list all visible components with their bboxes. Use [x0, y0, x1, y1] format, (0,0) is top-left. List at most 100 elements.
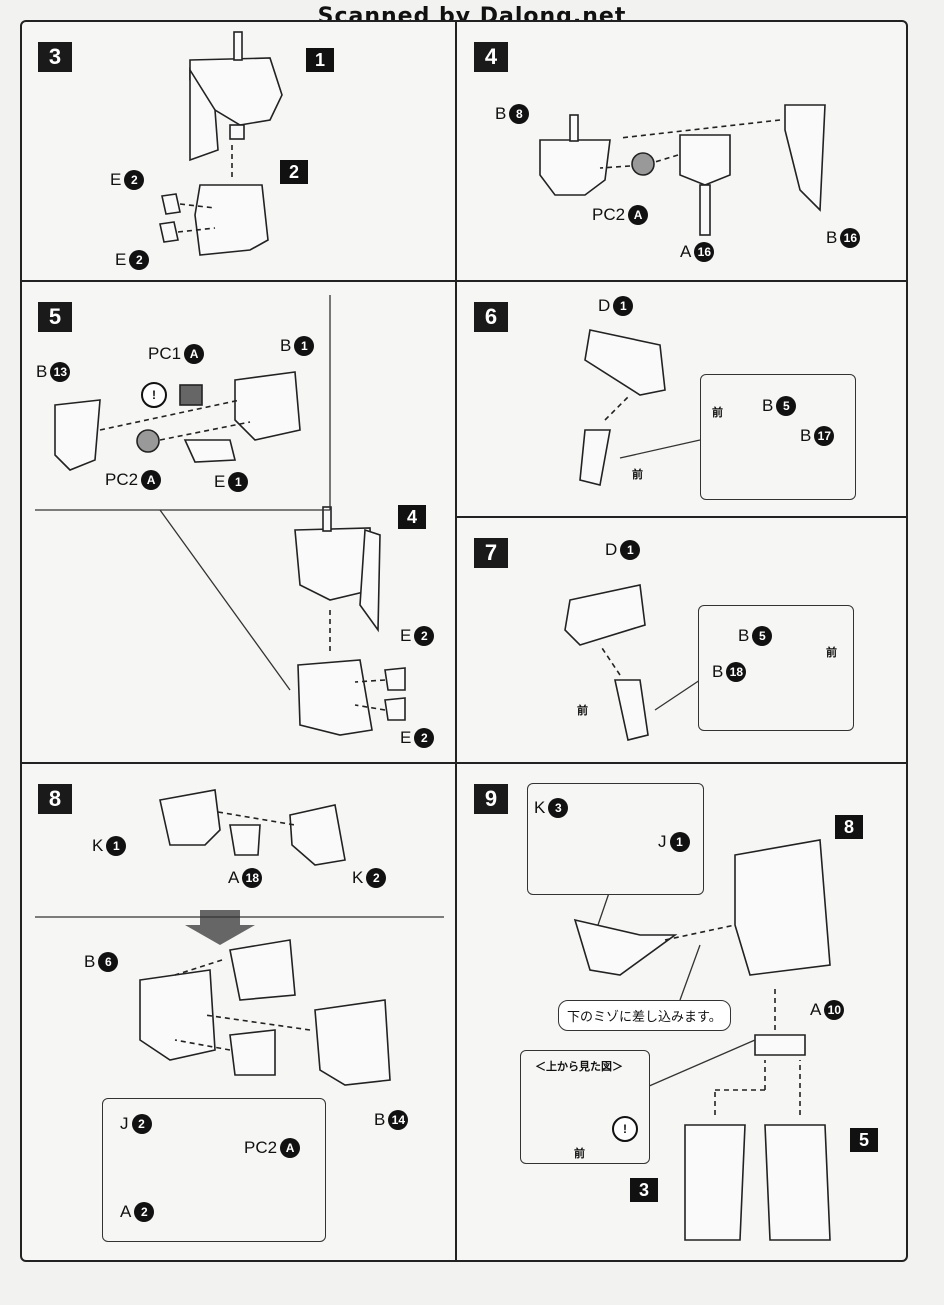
- step-4-badge: 4: [474, 42, 508, 72]
- peg: [569, 114, 579, 142]
- step-9-badge: 9: [474, 784, 508, 814]
- part-letter: K: [352, 868, 364, 887]
- leg-assembly: [684, 1124, 746, 1241]
- part-number: 16: [694, 242, 715, 262]
- part-number: 1: [620, 540, 641, 560]
- collar-part: [573, 918, 678, 976]
- part-number: 2: [124, 170, 145, 190]
- skirt-armor: [564, 584, 646, 646]
- caution-icon: !: [141, 382, 167, 408]
- part-letter: K: [534, 798, 546, 817]
- poly-cap-square: [179, 384, 203, 406]
- part-letter: B: [762, 396, 774, 415]
- divider: [455, 20, 457, 1260]
- foot-part: [297, 659, 373, 736]
- part-number: 2: [134, 1202, 155, 1222]
- small-part: [161, 193, 181, 215]
- part-number: 18: [242, 868, 263, 888]
- part-number: 1: [669, 832, 690, 852]
- part-letter: B: [374, 1110, 386, 1129]
- leg-joint: [229, 124, 245, 140]
- head-part: [159, 789, 221, 846]
- face-part: [229, 824, 261, 856]
- shoulder-joint: [679, 134, 731, 186]
- ref-badge-8: 8: [835, 815, 863, 839]
- part-number: 1: [106, 836, 127, 856]
- caution-icon: !: [612, 1116, 638, 1142]
- front-label: 前: [577, 705, 588, 717]
- part-number: 2: [131, 1114, 152, 1134]
- part-letter: B: [826, 228, 838, 247]
- part-number: A: [280, 1138, 301, 1158]
- waist-joint: [754, 1034, 806, 1056]
- part-number: 16: [840, 228, 861, 248]
- part-letter: A: [120, 1202, 132, 1221]
- part-number: 2: [414, 626, 435, 646]
- body-frame: [139, 969, 216, 1061]
- part-letter: A: [228, 868, 240, 887]
- armor-plate: [54, 399, 101, 471]
- chest-part: [229, 1029, 276, 1076]
- leg-assembly: [764, 1124, 831, 1241]
- front-label: 前: [826, 647, 837, 659]
- instruction-note: 下のミゾに差し込みます。: [558, 1000, 731, 1031]
- part-number: 8: [509, 104, 530, 124]
- part-number: 14: [388, 1110, 409, 1130]
- part-number: 10: [824, 1000, 845, 1020]
- part-letter: E: [115, 250, 127, 269]
- part-letter: E: [400, 626, 412, 645]
- part-letter: B: [712, 662, 724, 681]
- front-label: 前: [632, 469, 643, 481]
- top-view-callout: [520, 1050, 650, 1164]
- part-number: 1: [228, 472, 249, 492]
- part-letter: PC1: [148, 344, 182, 363]
- peg: [699, 184, 711, 236]
- part-letter: PC2: [244, 1138, 278, 1157]
- ref-badge-3: 3: [630, 1178, 658, 1202]
- small-part: [159, 221, 179, 243]
- poly-cap: [631, 152, 655, 176]
- detail-callout: [698, 605, 854, 731]
- part-number: 5: [776, 396, 797, 416]
- peg: [322, 506, 332, 532]
- part-number: 6: [98, 952, 119, 972]
- leg-upper-part: [294, 527, 373, 601]
- small-part: [183, 439, 237, 463]
- upper-body: [734, 839, 831, 976]
- arm-part: [579, 429, 611, 486]
- part-number: 2: [129, 250, 150, 270]
- ref-badge-1: 1: [306, 48, 334, 72]
- part-letter: B: [84, 952, 96, 971]
- helmet-part: [289, 804, 346, 866]
- part-letter: B: [280, 336, 292, 355]
- arm-part: [614, 679, 649, 741]
- part-letter: J: [120, 1114, 129, 1133]
- part-number: 1: [294, 336, 315, 356]
- part-number: 3: [548, 798, 569, 818]
- part-letter: PC2: [105, 470, 139, 489]
- leg-armor-plate: [189, 67, 219, 162]
- step-3-badge: 3: [38, 42, 72, 72]
- step-8-badge: 8: [38, 784, 72, 814]
